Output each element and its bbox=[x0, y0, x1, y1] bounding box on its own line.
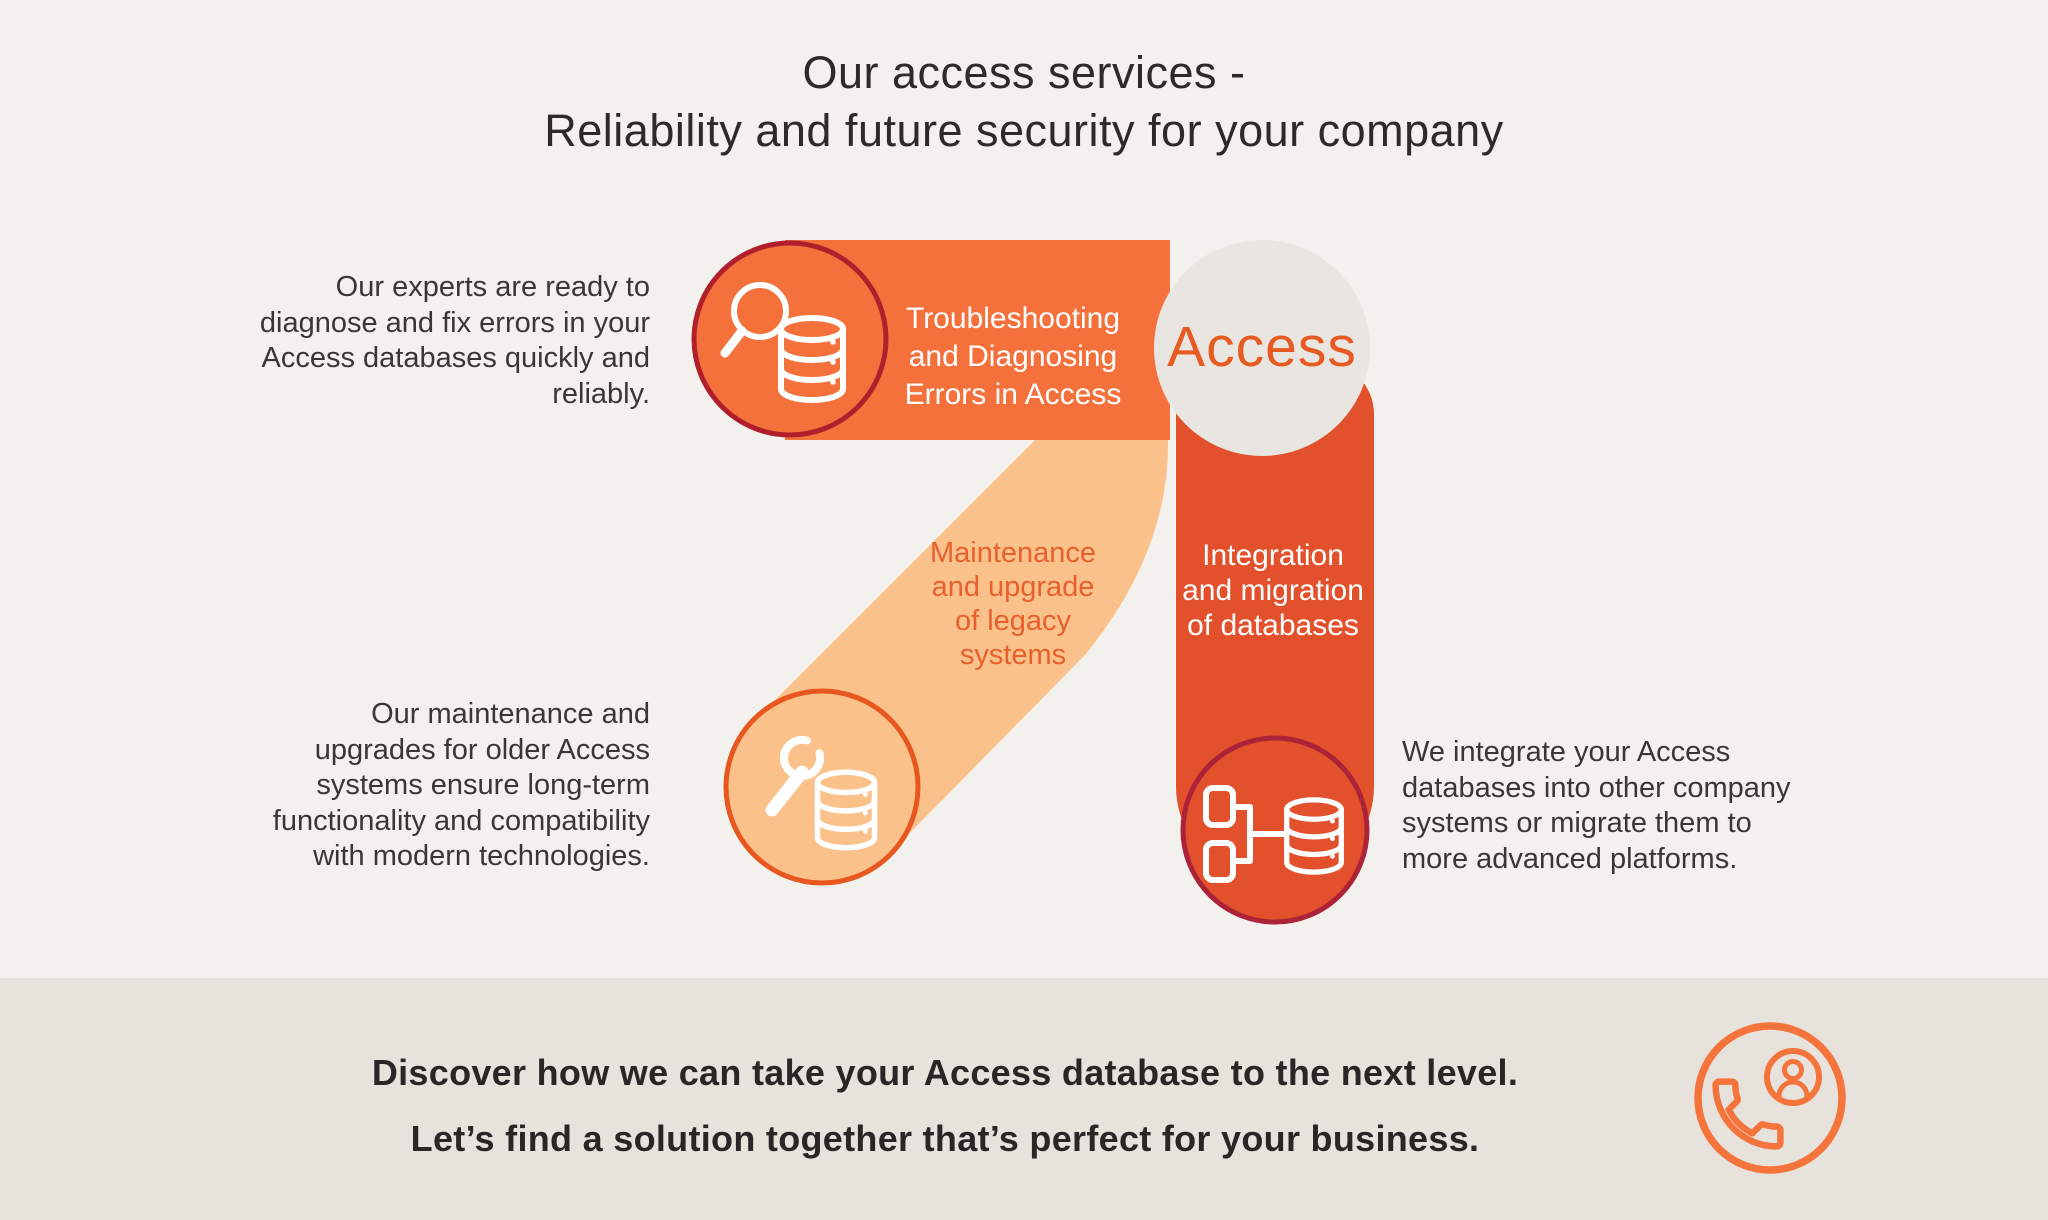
integration-description: We integrate your Access databases into … bbox=[1402, 736, 1791, 875]
wrench-database-icon bbox=[765, 736, 875, 848]
integration-bar-label: Integration and migration of databases bbox=[1182, 539, 1364, 642]
access-label: Access bbox=[1167, 315, 1357, 379]
footer-band bbox=[0, 978, 2048, 1220]
footer-call-to-action: Discover how we can take your Access dat… bbox=[371, 1052, 1519, 1159]
access-circle bbox=[1154, 240, 1370, 456]
troubleshooting-bar-label: Troubleshooting and Diagnosing Errors in… bbox=[904, 302, 1122, 411]
flowchart-database-icon bbox=[1203, 785, 1341, 883]
magnifier-database-icon bbox=[720, 282, 843, 400]
phone-contact-icon bbox=[1694, 1022, 1846, 1174]
troubleshooting-description: Our experts are ready to diagnose and fi… bbox=[259, 271, 650, 410]
page-title: Our access services - Reliability and fu… bbox=[544, 47, 1504, 156]
maintenance-bar-label: Maintenance and upgrade of legacy system… bbox=[929, 537, 1097, 671]
maintenance-description: Our maintenance and upgrades for older A… bbox=[272, 698, 650, 872]
